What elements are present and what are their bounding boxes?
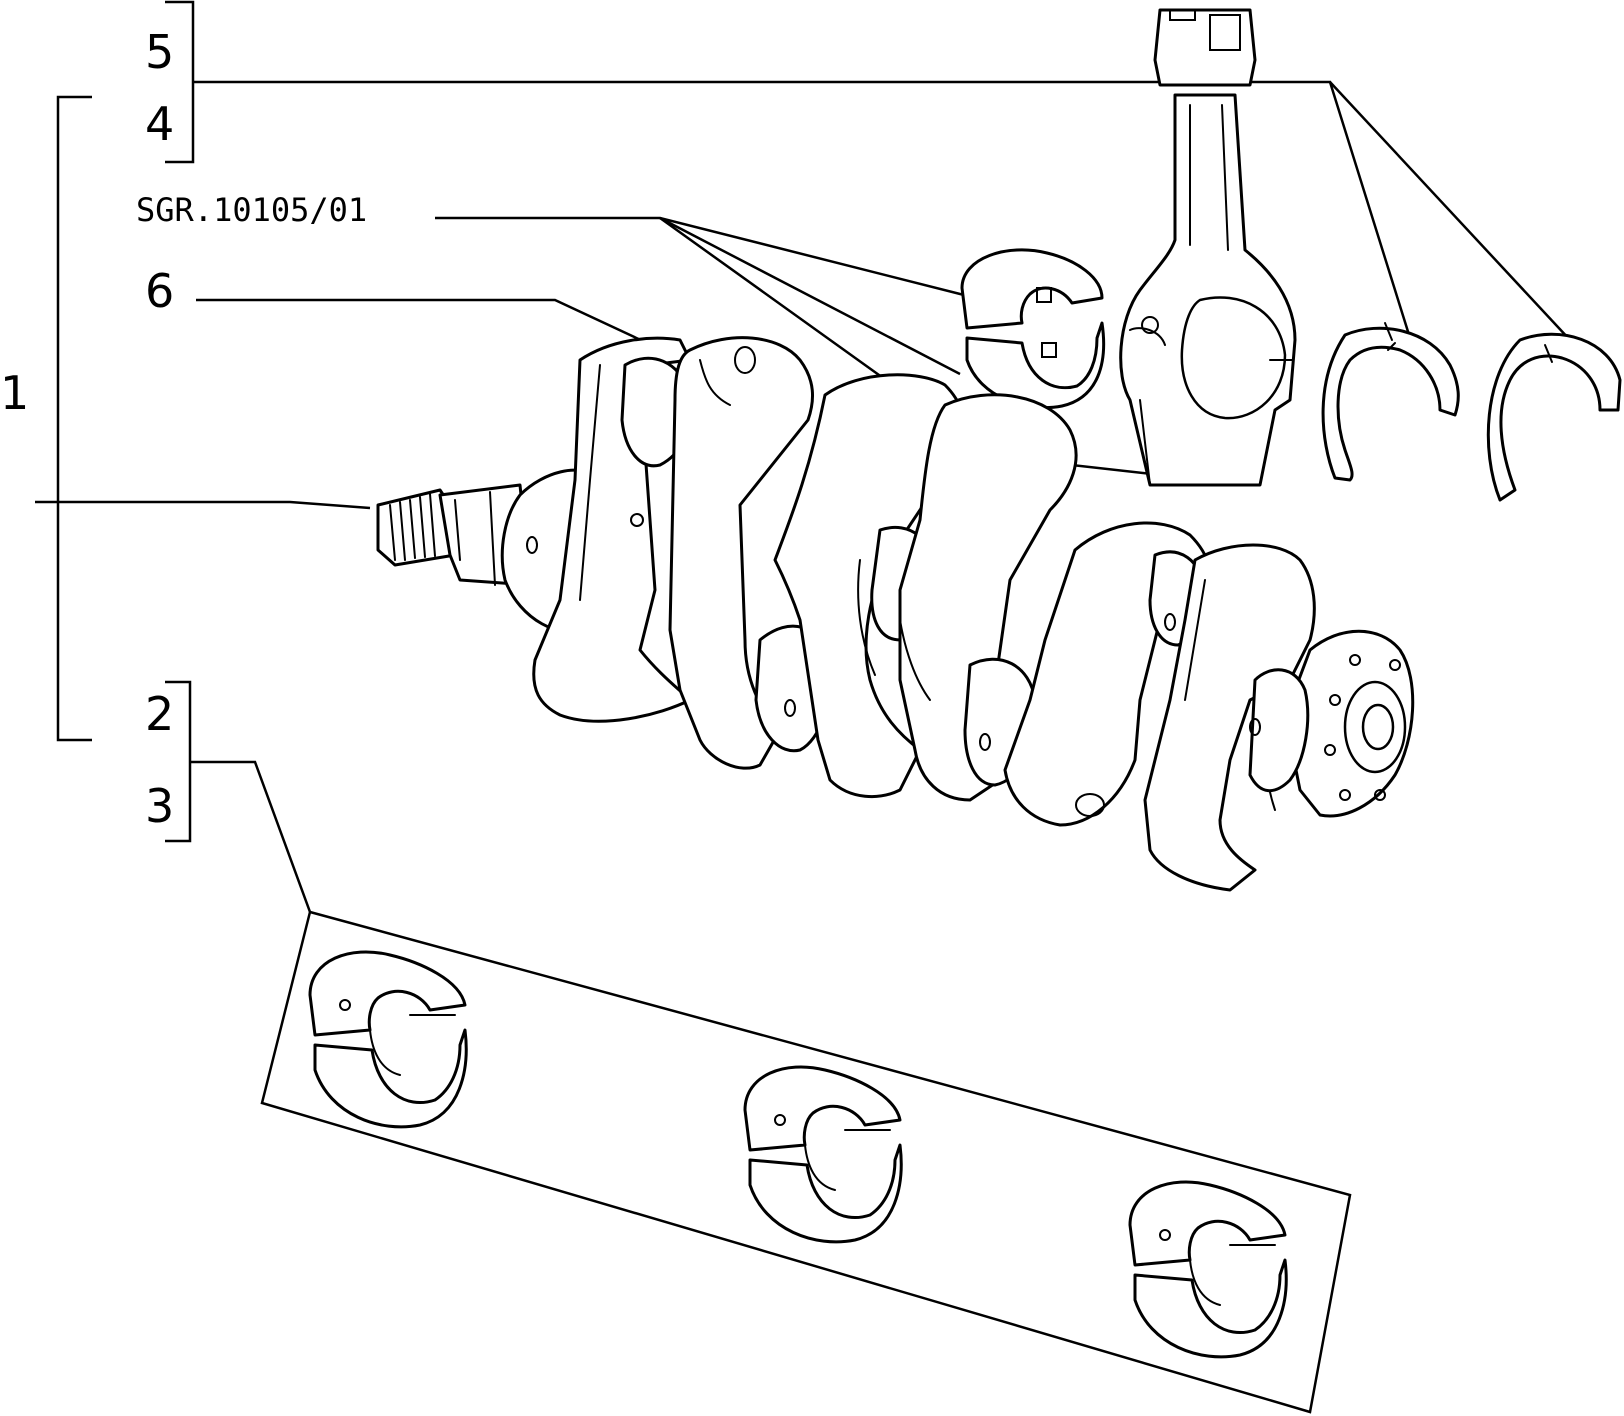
callout-2: 2 bbox=[145, 687, 174, 741]
crankshaft bbox=[376, 336, 1415, 892]
connecting-rod bbox=[1119, 8, 1297, 487]
con-rod-bearing-shells bbox=[960, 248, 1106, 410]
bracket-1 bbox=[56, 95, 92, 742]
callout-5: 5 bbox=[145, 25, 174, 79]
callout-6: 6 bbox=[145, 264, 174, 318]
callout-4: 4 bbox=[145, 97, 174, 151]
main-bearing-shell-3 bbox=[1128, 1180, 1288, 1359]
reference-code-label: SGR.10105/01 bbox=[136, 191, 367, 229]
callout-3: 3 bbox=[145, 779, 174, 833]
thrust-washer-right bbox=[1486, 332, 1622, 502]
thrust-washer-left bbox=[1321, 322, 1460, 482]
main-bearing-shell-1 bbox=[308, 950, 468, 1129]
main-bearings-box bbox=[260, 910, 1352, 1414]
callout-1: 1 bbox=[0, 366, 29, 420]
main-bearing-shell-2 bbox=[743, 1065, 903, 1244]
